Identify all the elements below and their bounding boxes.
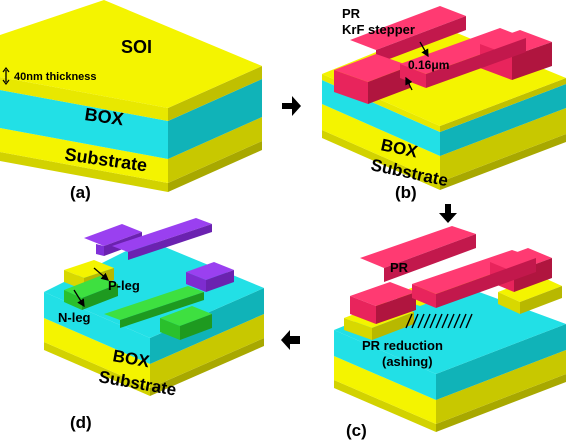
- ashing-hatch: [405, 313, 473, 329]
- caption-d: (d): [70, 413, 92, 432]
- soi-label: SOI: [121, 37, 152, 57]
- p-leg-arrow: [93, 267, 109, 281]
- caption-c: (c): [346, 421, 367, 440]
- caption-b: (b): [395, 183, 417, 202]
- ashing-label: (ashing): [382, 354, 433, 369]
- substrate-layer: [0, 128, 168, 183]
- soi-layer: [0, 0, 262, 108]
- p-leg-label: P-leg: [108, 278, 140, 293]
- width-arrow-top: [419, 41, 429, 58]
- panel-c: PR PR reduction (ashing) (c): [334, 226, 566, 440]
- pr-reduction-label: PR reduction: [362, 338, 443, 353]
- panel-b: PR KrF stepper 0.16μm BOX Substrate (b): [322, 6, 566, 202]
- stepper-label: KrF stepper: [342, 22, 415, 37]
- pr-label-b: PR: [342, 6, 361, 21]
- width-label: 0.16μm: [408, 58, 449, 72]
- box-layer: [0, 90, 168, 159]
- arrow-right-icon: [282, 96, 301, 116]
- thickness-label: 40nm thickness: [14, 71, 97, 83]
- width-arrow-bottom: [405, 76, 413, 91]
- pr-label-c: PR: [390, 260, 409, 275]
- caption-a: (a): [70, 183, 91, 202]
- panel-d: P-leg N-leg BOX Substrate (d): [44, 218, 264, 432]
- panel-a: SOI 40nm thickness BOX Substrate (a): [0, 0, 262, 202]
- arrow-left-icon: [281, 330, 300, 350]
- n-leg-arrow: [73, 289, 85, 308]
- n-leg-label: N-leg: [58, 310, 91, 325]
- arrow-down-icon: [439, 204, 457, 223]
